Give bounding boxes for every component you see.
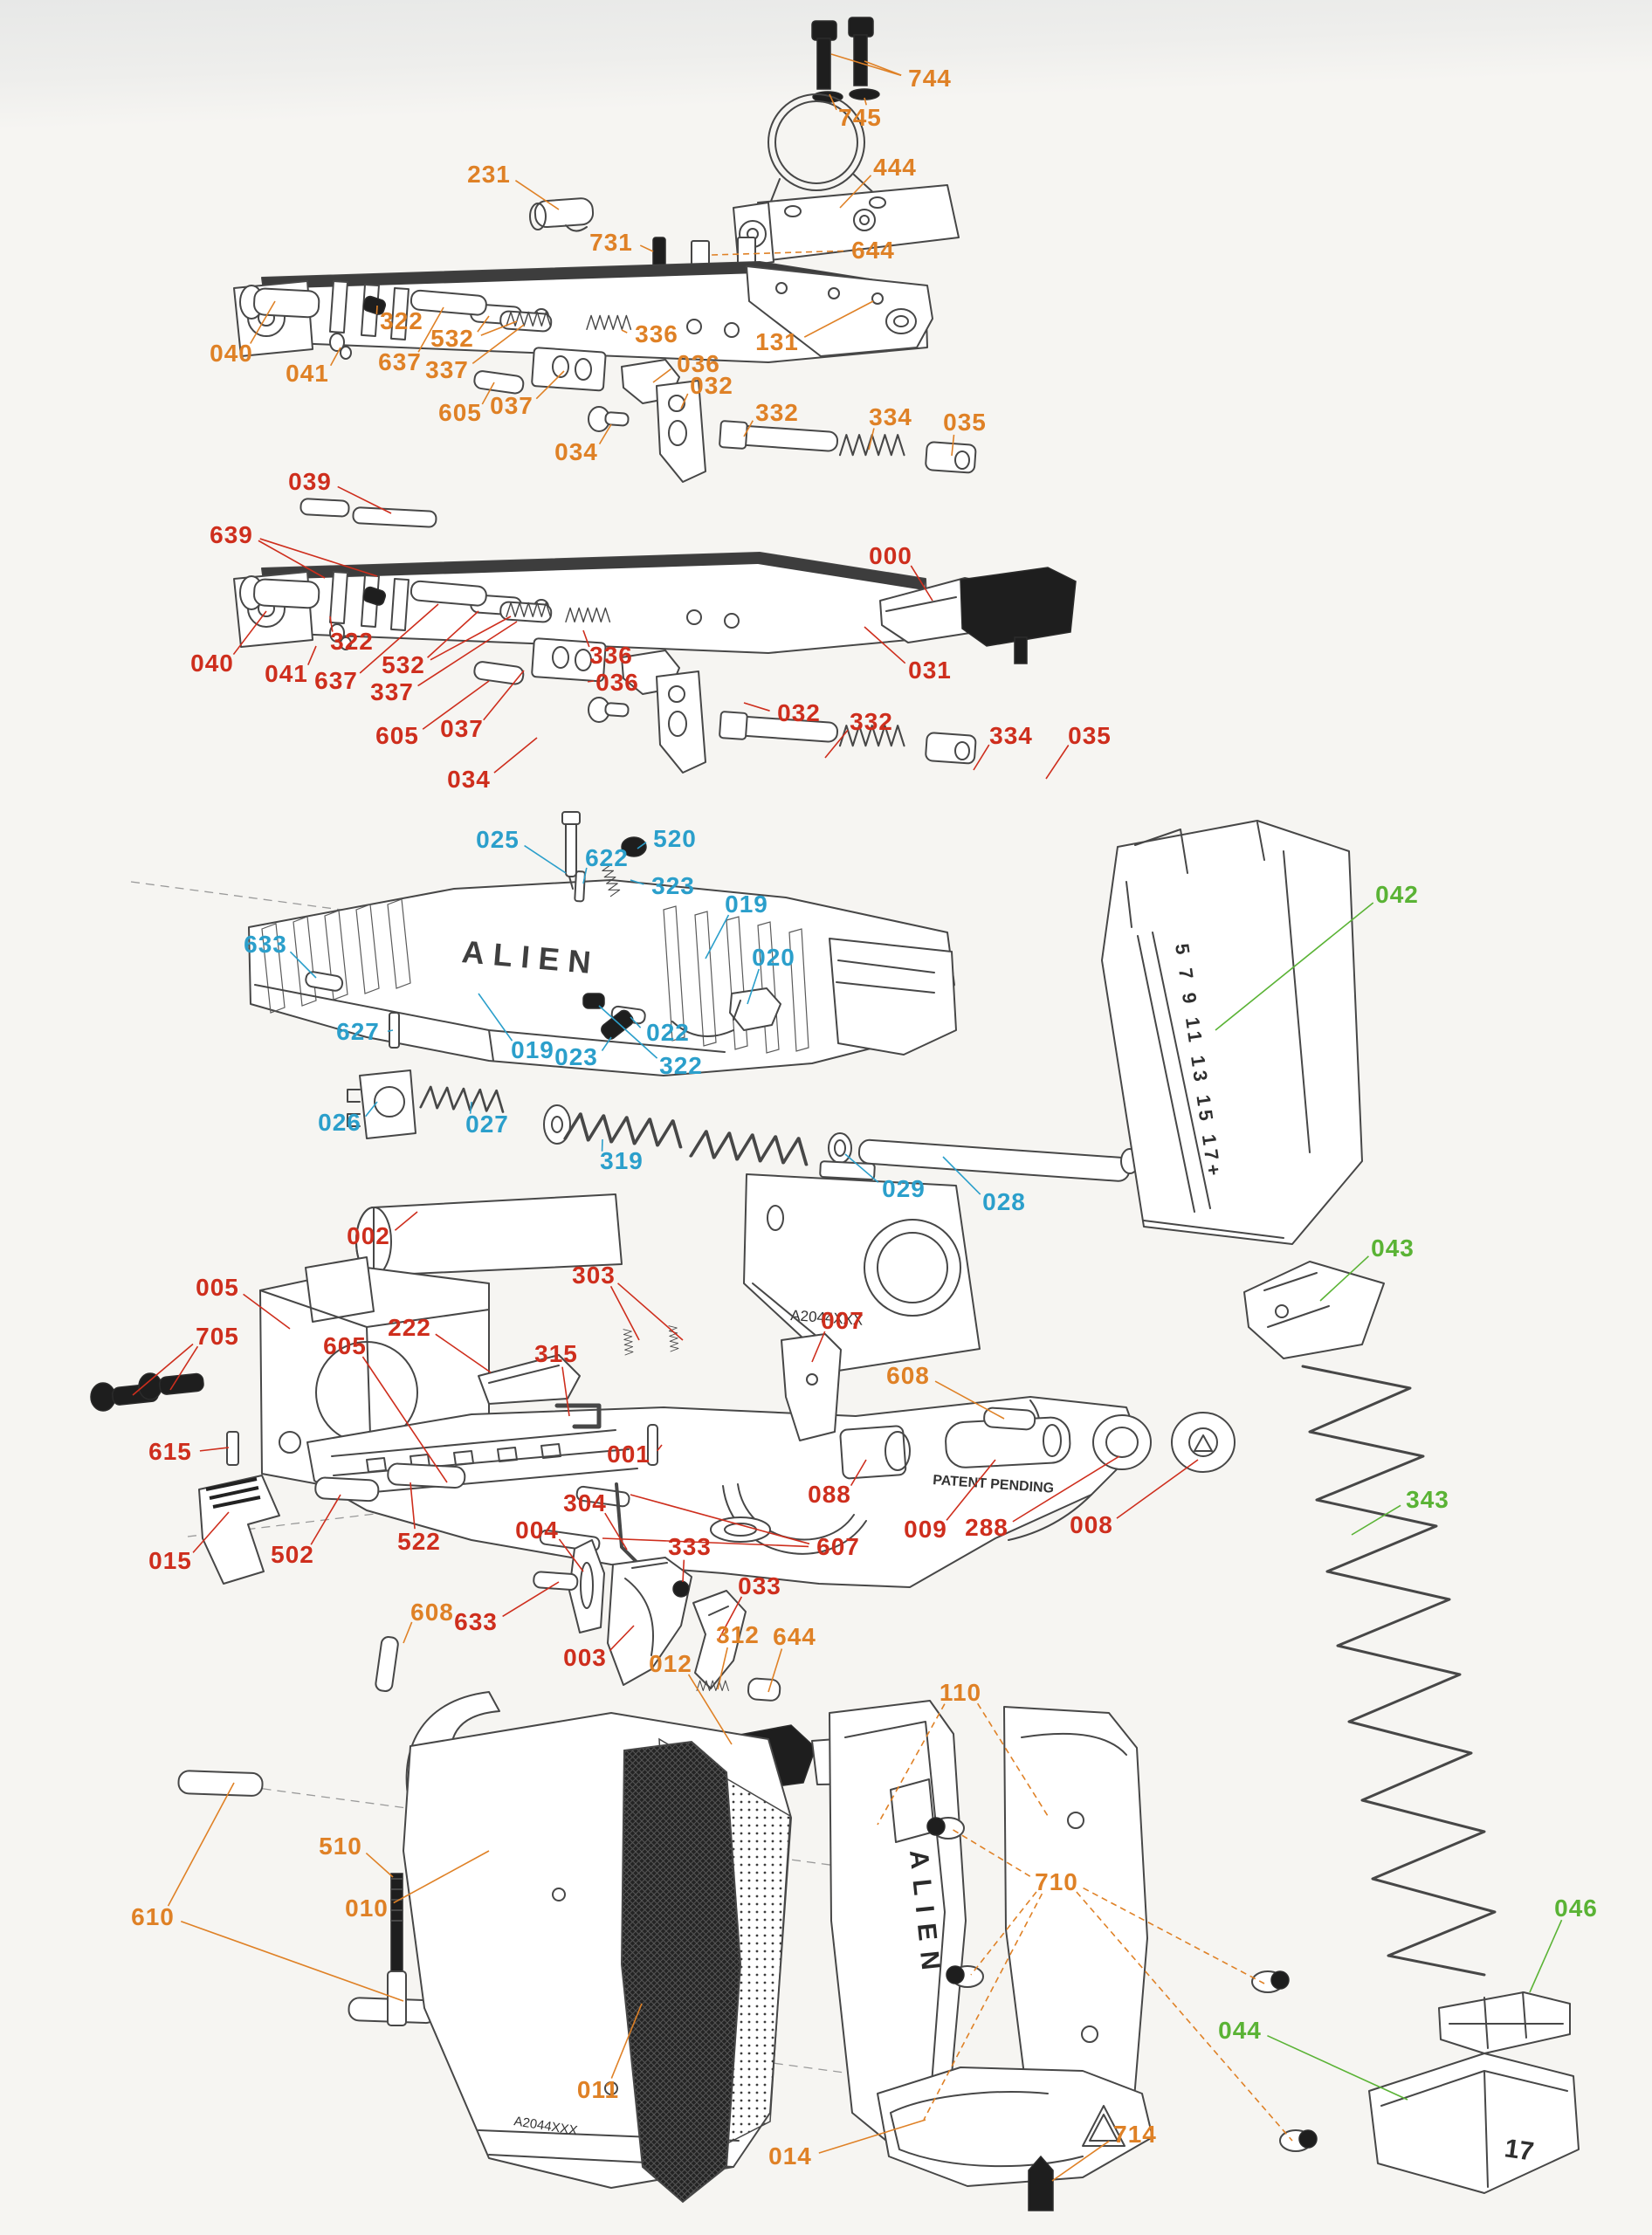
basepad-mark-text: 17: [1503, 2134, 1536, 2166]
striker-assembly-drawing: [879, 567, 1077, 664]
grip-module-drawing: A2044XXX ALIEN: [177, 1691, 1318, 2211]
recoil-assembly-drawing: [347, 1069, 1139, 1182]
rail-assembly-lower-drawing: [233, 498, 977, 774]
magazine-drawing: 5 7 9 11 13 15 17+ 17: [1101, 820, 1580, 2194]
optic-mount-drawing: [529, 17, 960, 272]
rail-assembly-upper-drawing: [233, 261, 977, 483]
slide-drawing: ALIEN: [130, 811, 957, 1076]
